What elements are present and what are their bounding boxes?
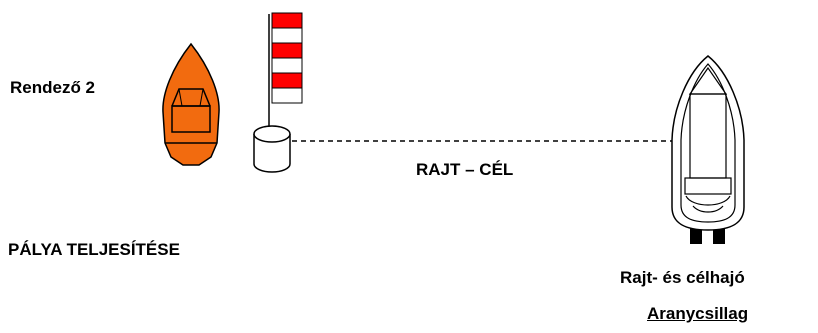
start-boat-label: Rajt- és célhajó (620, 268, 745, 287)
start-flag-icon (268, 12, 303, 128)
start-finish-label: RAJT – CÉL (416, 160, 514, 179)
start-boat-icon (671, 55, 745, 244)
organizer-boat-icon (162, 42, 220, 166)
start-boat-name: Aranycsillag (647, 304, 749, 323)
course-completion-label: PÁLYA TELJESÍTÉSE (8, 240, 180, 259)
cylinder-buoy-icon (253, 125, 291, 173)
organizer-boat-label: Rendező 2 (10, 78, 96, 97)
